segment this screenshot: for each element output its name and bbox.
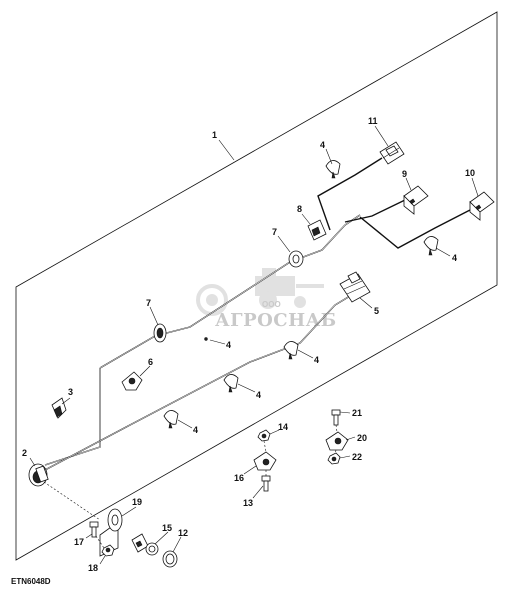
connector-10 [469, 191, 495, 221]
callout-4: 4 [226, 340, 231, 350]
callout-4: 4 [193, 425, 198, 435]
clamp-4-top [325, 160, 341, 179]
grommet-7-right [288, 250, 304, 268]
clamp-4-center [223, 374, 239, 393]
branch-to-9-wire [344, 199, 406, 223]
callout-8: 8 [297, 204, 302, 214]
callout-2: 2 [22, 448, 27, 458]
bolt-21 [331, 409, 341, 426]
leader-lines [29, 125, 479, 565]
bolt-13 [261, 475, 271, 492]
callout-1: 1 [212, 130, 217, 140]
connector-8 [307, 219, 327, 241]
watermark: ООО АГРОСНАБ [196, 268, 337, 331]
callout-11: 11 [368, 116, 378, 126]
nut-22 [327, 452, 341, 465]
clamp-16 [253, 451, 277, 471]
clamp-4-lower [163, 410, 179, 429]
seal-12 [162, 550, 178, 568]
nut-18 [101, 544, 115, 557]
harness-frame [15, 11, 498, 561]
clamp-4-right [423, 236, 439, 256]
callout-4: 4 [452, 253, 457, 263]
clamp-4-mid [283, 341, 299, 360]
callout-7: 7 [146, 298, 151, 308]
connector-11 [379, 141, 405, 165]
connector-9 [403, 185, 429, 215]
connector-body [131, 533, 149, 553]
callout-4: 4 [314, 355, 319, 365]
watermark-tractor-icon [255, 268, 324, 309]
callout-13: 13 [243, 498, 253, 508]
callout-15: 15 [162, 523, 172, 533]
callout-5: 5 [374, 306, 379, 316]
branch-to-10-wire [359, 209, 471, 249]
callout-labels: 1 2 3 4 4 4 4 4 4 5 6 7 7 8 9 10 11 12 1… [22, 116, 475, 573]
clip-6 [121, 371, 143, 391]
branch-to-11-wire [317, 157, 383, 231]
callout-19: 19 [132, 497, 142, 507]
callout-20: 20 [357, 433, 367, 443]
clamp-4-dot [204, 337, 208, 341]
callout-17: 17 [74, 537, 84, 547]
connector-5 [339, 271, 371, 303]
watermark-company: АГРОСНАБ [215, 310, 337, 331]
nut-14 [257, 429, 271, 442]
bolt-17 [89, 521, 99, 538]
callout-4: 4 [256, 390, 261, 400]
callout-16: 16 [234, 473, 244, 483]
callout-22: 22 [352, 452, 362, 462]
callout-3: 3 [68, 387, 73, 397]
callout-4: 4 [320, 140, 325, 150]
callout-18: 18 [88, 563, 98, 573]
clip-3 [51, 397, 67, 419]
figure-id: ETN6048D [11, 577, 51, 586]
callout-12: 12 [178, 528, 188, 538]
watermark-gear-icon [196, 284, 228, 316]
watermark-prefix: ООО [262, 300, 281, 309]
seal-15 [145, 542, 159, 556]
connector-2 [28, 463, 49, 487]
callout-14: 14 [278, 422, 288, 432]
callout-21: 21 [352, 408, 362, 418]
callout-10: 10 [465, 168, 475, 178]
clamp-20 [325, 431, 349, 451]
callout-7: 7 [272, 227, 277, 237]
drop-wire [44, 368, 101, 466]
grommet-7-left [153, 323, 167, 343]
callout-9: 9 [402, 169, 407, 179]
callout-6: 6 [148, 357, 153, 367]
